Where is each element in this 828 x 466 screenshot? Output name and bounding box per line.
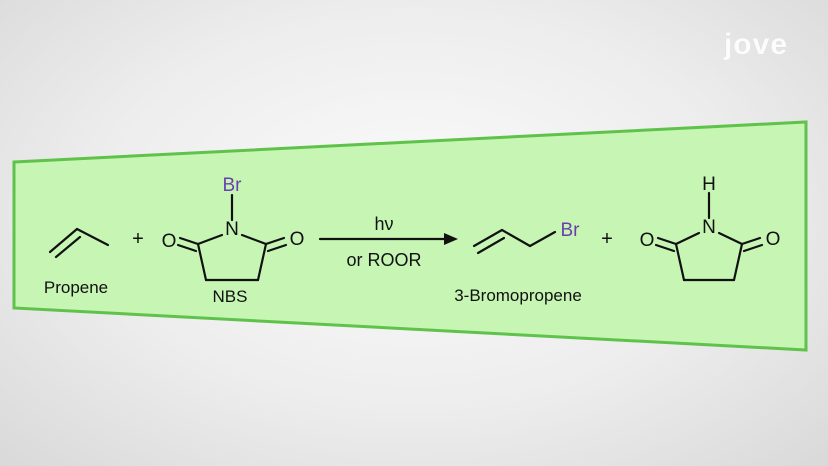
plus-sign: +: [132, 228, 144, 250]
product-label: 3-Bromopropene: [454, 286, 582, 305]
succinimide-structure: [654, 191, 764, 282]
nbs-nitrogen-atom: N: [225, 219, 239, 240]
nbs-structure: [176, 193, 288, 282]
condition-peroxide: or ROOR: [346, 250, 421, 270]
reaction-arrow: [318, 233, 458, 245]
plus-sign: +: [601, 228, 613, 250]
propene-structure: [48, 227, 110, 259]
propene-label: Propene: [44, 278, 108, 297]
succinimide-hydrogen-atom: H: [702, 174, 716, 195]
nbs-oxygen-left: O: [162, 231, 177, 252]
succinimide-nitrogen-atom: N: [702, 217, 716, 238]
succinimide-oxygen-left: O: [640, 230, 655, 251]
bromopropene-structure: [472, 228, 557, 255]
product-bromine-atom: Br: [561, 220, 581, 241]
jove-watermark-logo: jove: [723, 28, 788, 61]
reaction-panel: [12, 120, 808, 352]
nbs-bromine-atom: Br: [223, 175, 243, 196]
succinimide-oxygen-right: O: [766, 229, 781, 250]
condition-light: hν: [374, 214, 393, 234]
nbs-oxygen-right: O: [290, 229, 305, 250]
nbs-label: NBS: [213, 287, 248, 306]
